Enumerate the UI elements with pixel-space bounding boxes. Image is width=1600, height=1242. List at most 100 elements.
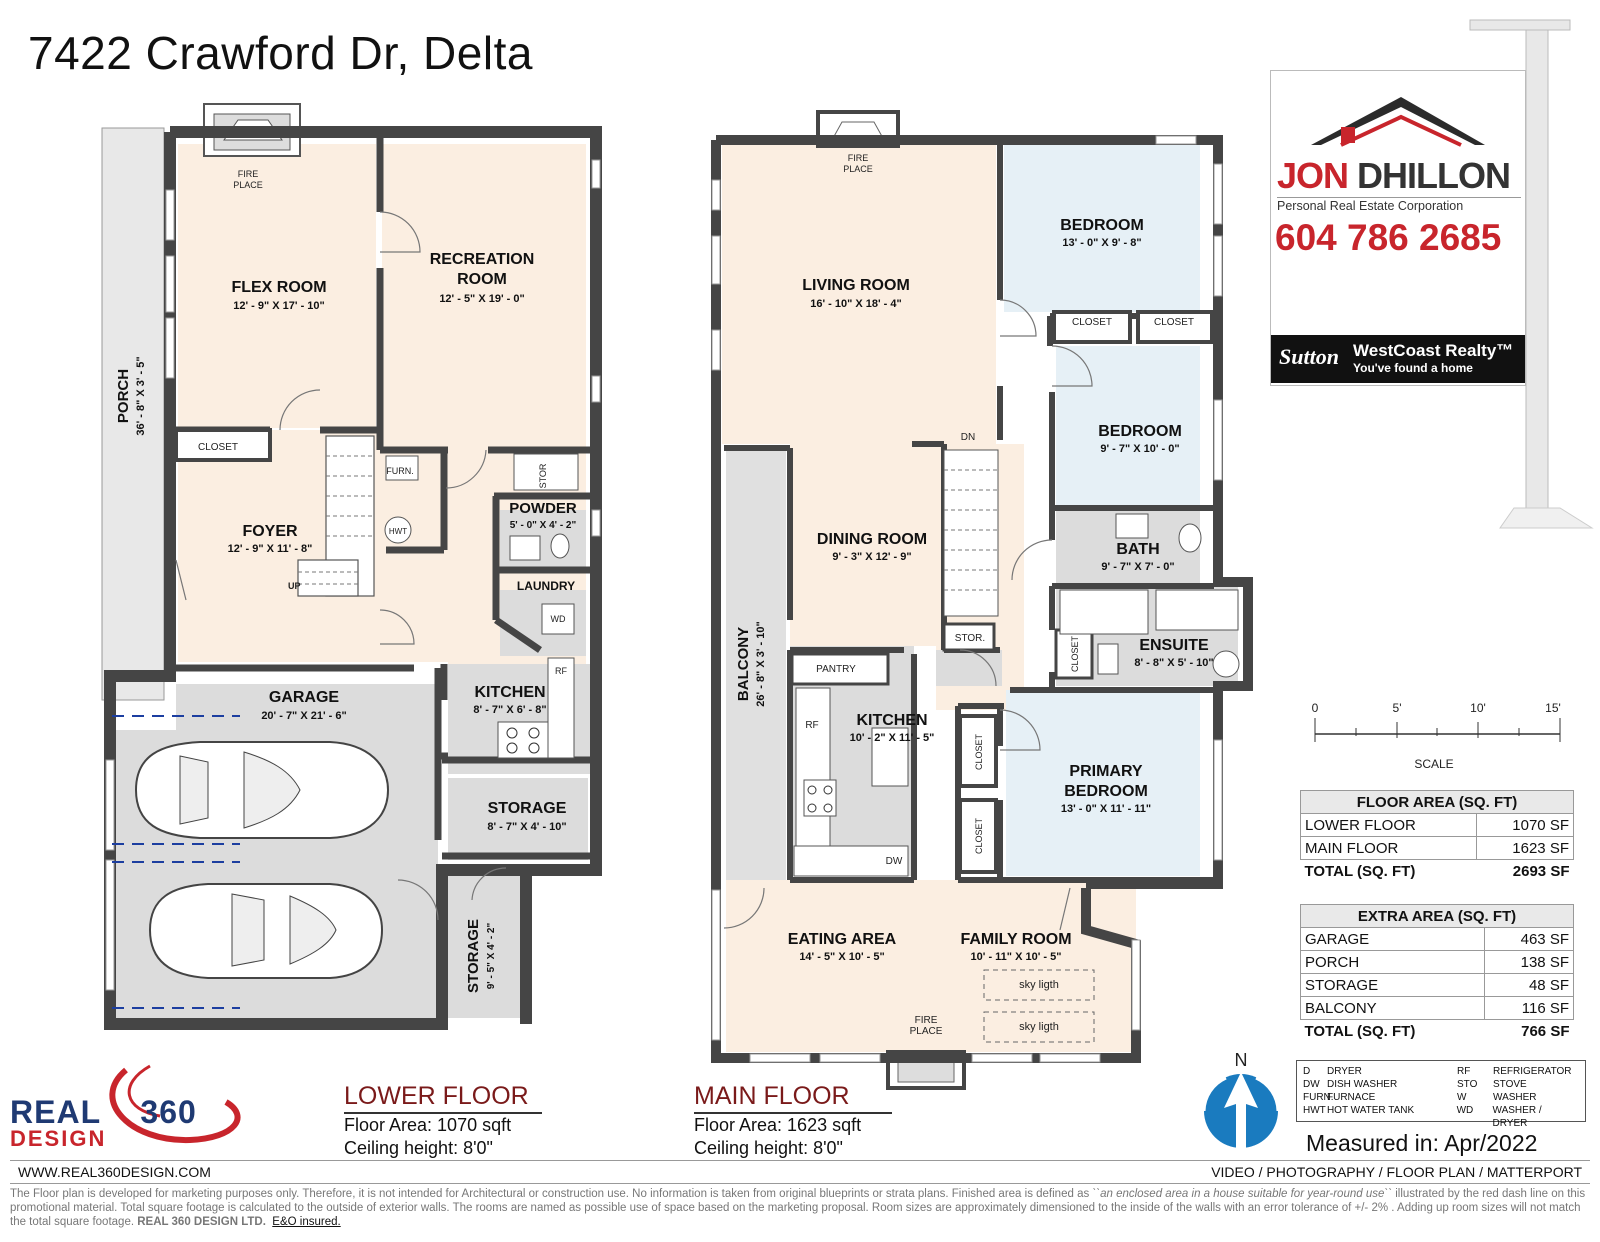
plan-shape [165,255,175,313]
dw-label: DW [886,856,903,867]
plan-shape [1136,310,1214,344]
plan-shape [497,721,549,759]
plan-shape [175,211,507,921]
plan-shape [179,755,209,825]
north-label: N [1235,1050,1248,1070]
plan-shape [958,714,998,788]
plan-label: FIRE [848,153,869,163]
plan-shape [1178,523,1202,553]
storage2-dim: 9' - 5" X 4' - 2" [486,922,497,989]
plan-shape [1054,628,1094,680]
plan-shape [983,969,1095,1001]
bedroom1-name: BEDROOM [1060,217,1144,234]
plan-shape [1004,144,1200,312]
extra-area-header: EXTRA AREA (SQ. FT) [1300,904,1574,928]
plan-shape [711,889,721,1041]
page-title: 7422 Crawford Dr, Delta [28,27,533,79]
bedroom1-dim: 13' - 0" X 9' - 8" [1062,237,1141,249]
plan-label: PLACE [843,164,873,174]
plan-shape [506,742,518,754]
plan-shape [1056,346,1200,508]
car-top [134,741,390,839]
up-label: UP [288,581,301,591]
main-kitchen-name: KITCHEN [856,712,927,729]
closet-label-1: CLOSET [1072,317,1112,328]
garage-name: GARAGE [269,689,340,706]
eating-area-name: EATING AREA [788,931,897,948]
plan-shape [112,715,240,1009]
plan-shape [1213,235,1223,297]
plan-shape [1155,589,1239,631]
realtor-sign: JON DHILLON Personal Real Estate Corpora… [1270,70,1526,386]
family-room-name: FAMILY ROOM [960,931,1071,948]
scale-tick-0: 0 [1312,701,1319,715]
lower-floor-ceiling: Ceiling height: 8'0" [344,1138,493,1158]
lower-floor-info: LOWER FLOOR Floor Area: 1070 sqft Ceilin… [344,1082,542,1160]
plan-shape [384,516,412,544]
main-rf-label: RF [805,720,818,731]
brokerage-tagline: You've found a home [1353,361,1473,375]
storage2-name: STORAGE [465,919,482,993]
plan-shape [1224,1072,1258,1150]
plan-shape [807,785,817,795]
plan-shape [170,126,602,1024]
lower-rf-label: RF [555,666,567,676]
powder-name: POWDER [509,500,577,517]
agent-subtitle: Personal Real Estate Corporation [1277,197,1521,213]
real360-logo-design: DESIGN [10,1126,107,1151]
lower-stor-label: STOR [538,463,548,488]
bath-dim: 9' - 7" X 7' - 0" [1101,561,1174,573]
plan-shape [550,533,570,559]
dining-room-name: DINING ROOM [817,531,927,548]
plan-shape [958,798,998,874]
laundry-label: LAUNDRY [517,579,575,593]
real360-logo-text: REAL 360 [10,1094,197,1130]
main-kitchen-dim: 10' - 2" X 11' - 5" [850,732,935,744]
skylight-label-1: sky ligth [1019,979,1059,991]
primary-dim: 13' - 0" X 11' - 11" [1061,803,1151,815]
real360-logo-icon [109,1064,241,1144]
plan-shape [547,657,575,759]
plan-shape [793,845,909,877]
plan-shape [1202,1076,1227,1112]
dn-label: DN [961,432,975,443]
rec-room-name-2: ROOM [457,271,507,288]
sutton-logo: Sutton [1279,344,1339,369]
plan-shape [722,144,996,444]
lower-kitchen-dim: 8' - 7" X 6' - 8" [473,704,546,716]
rec-room-dim: 12' - 5" X 19' - 0" [439,293,524,305]
plan-shape [1213,399,1223,481]
plan-shape [790,444,936,646]
bath-name: BATH [1116,541,1159,558]
floor-area-header: FLOOR AREA (SQ. FT) [1300,790,1574,814]
plan-shape [591,375,601,403]
plan-shape [1115,513,1149,539]
measured-date: Measured in: Apr/2022 [1306,1130,1538,1156]
ensuite-dim: 8' - 8" X 5' - 10" [1134,657,1213,669]
scale-label: SCALE [1414,757,1453,771]
plan-shape [175,559,187,601]
plan-shape [711,135,1223,1063]
lower-fireplace-label: FIRE [238,169,259,179]
agent-name: JON DHILLON [1277,155,1511,196]
eo-insured-link[interactable]: E&O insured. [272,1216,341,1228]
balcony-dim: 26' - 8" X 3' - 10" [755,621,767,706]
dining-room-dim: 9' - 3" X 12' - 9" [832,551,911,563]
plan-shape [445,449,487,489]
plan-shape [506,727,518,739]
lower-floor-heading: LOWER FLOOR [344,1082,542,1114]
plan-shape [1213,739,1223,861]
primary-name-2: BEDROOM [1064,783,1148,800]
bedroom2-dim: 9' - 7" X 10' - 0" [1100,443,1179,455]
plan-shape [165,189,175,241]
website-link[interactable]: WWW.REAL360DESIGN.COM [18,1164,211,1180]
plan-shape [1499,507,1594,529]
